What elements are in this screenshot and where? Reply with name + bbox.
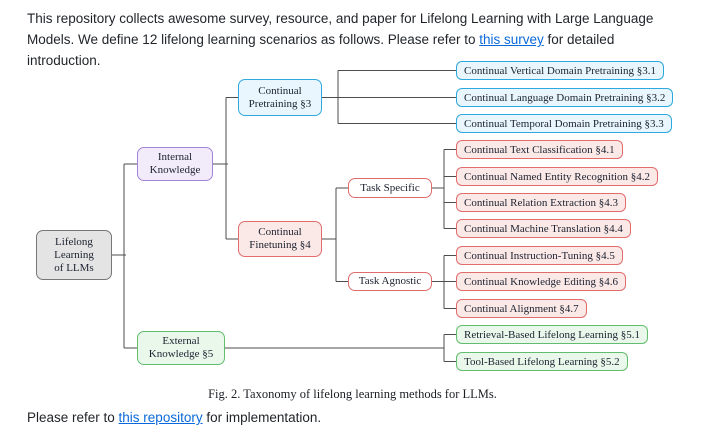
- tree-node-external-knowledge: External Knowledge §5: [137, 331, 225, 365]
- tree-node-continual-finetuning: Continual Finetuning §4: [238, 221, 322, 257]
- tree-node-task-specific: Task Specific: [348, 178, 432, 198]
- intro-paragraph: This repository collects awesome survey,…: [27, 8, 691, 71]
- tree-leaf-node: Retrieval-Based Lifelong Learning §5.1: [456, 325, 648, 344]
- footer-paragraph: Please refer to this repository for impl…: [27, 407, 691, 428]
- intro-text-after: for detailed introduction.: [27, 32, 615, 68]
- survey-link[interactable]: this survey: [479, 32, 544, 47]
- tree-leaf-node: Continual Alignment §4.7: [456, 299, 587, 318]
- tree-leaf-node: Continual Vertical Domain Pretraining §3…: [456, 61, 664, 80]
- tree-leaf-node: Continual Relation Extraction §4.3: [456, 193, 626, 212]
- tree-node-internal-knowledge: Internal Knowledge: [137, 147, 213, 181]
- footer-text-before: Please refer to: [27, 410, 119, 425]
- tree-leaf-node: Continual Instruction-Tuning §4.5: [456, 246, 623, 265]
- tree-node-continual-pretraining: Continual Pretraining §3: [238, 79, 322, 116]
- tree-root-node: Lifelong Learning of LLMs: [36, 230, 112, 280]
- tree-node-task-agnostic: Task Agnostic: [348, 272, 432, 291]
- tree-leaf-node: Tool-Based Lifelong Learning §5.2: [456, 352, 628, 371]
- tree-leaf-node: Continual Knowledge Editing §4.6: [456, 272, 626, 291]
- tree-leaf-node: Continual Temporal Domain Pretraining §3…: [456, 114, 672, 133]
- intro-text-before: This repository collects awesome survey,…: [27, 11, 654, 47]
- tree-leaf-node: Continual Text Classification §4.1: [456, 140, 623, 159]
- tree-leaf-node: Continual Language Domain Pretraining §3…: [456, 88, 674, 107]
- tree-leaf-node: Continual Named Entity Recognition §4.2: [456, 167, 659, 186]
- tree-leaf-node: Continual Machine Translation §4.4: [456, 219, 631, 238]
- figure-caption: Fig. 2. Taxonomy of lifelong learning me…: [208, 387, 497, 401]
- repository-link[interactable]: this repository: [118, 410, 203, 425]
- footer-text-after: for implementation.: [202, 410, 322, 425]
